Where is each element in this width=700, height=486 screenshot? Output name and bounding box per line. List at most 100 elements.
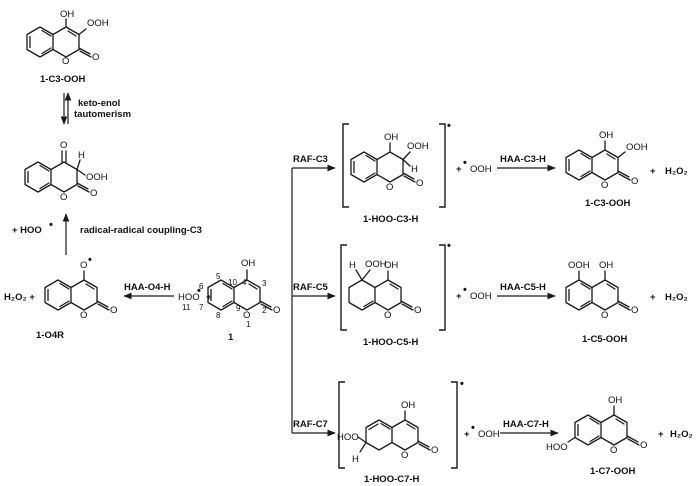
pyranone-ring: [391, 419, 419, 451]
carbonyl-o-label: O: [631, 305, 638, 316]
ch-bond: [359, 441, 367, 453]
hoo-bond: [357, 436, 367, 444]
left-bracket: [340, 244, 347, 331]
compound-label: 1-HOO-C5-H: [363, 337, 419, 348]
h-label: H: [78, 150, 85, 161]
keto-o-label: O: [60, 140, 67, 151]
ring-o-label: O: [610, 445, 617, 456]
carbonyl-o-label: O: [631, 176, 638, 187]
benzene-ring: [24, 161, 52, 193]
ooh-bond: [78, 28, 87, 36]
plus-sign: +: [206, 292, 212, 303]
equilibrium-arrow: [60, 92, 72, 125]
carbonyl-bond: [400, 300, 414, 311]
oh-label: OH: [60, 9, 74, 20]
haa-c5-label: HAA-C5-H: [500, 282, 546, 293]
ring-o-label: O: [601, 180, 608, 191]
plus-sign: +: [658, 429, 664, 440]
molecule-1-o4r: H₂O₂ + O • O O 1-O4R: [4, 254, 117, 341]
carbonyl-bond: [402, 172, 416, 183]
atom-number-10: 10: [228, 278, 237, 287]
benzene-ring: [207, 279, 235, 311]
pyranone-ring: [233, 279, 261, 311]
benzene-ring: [350, 151, 378, 183]
carbonyl-o-label: O: [414, 305, 421, 316]
radical-dot: •: [463, 284, 467, 296]
radical-dot: •: [49, 219, 53, 231]
radical-dot: •: [88, 254, 92, 266]
right-bracket: [439, 123, 446, 208]
ring-o-label: O: [401, 450, 408, 461]
h2o2-label: H₂O₂: [670, 429, 693, 440]
carbonyl-o-label: O: [431, 445, 438, 456]
plus-sign: +: [650, 292, 656, 303]
ooh-label: OOH: [365, 259, 387, 270]
hoo-radical-label: HOO: [178, 292, 200, 303]
carbonyl-bond: [78, 47, 92, 58]
hoo-plus-label: + HOO: [12, 225, 42, 236]
atom-number-1: 1: [246, 320, 251, 329]
tautomerism-label-1: keto-enol: [78, 98, 120, 109]
carbonyl-bond: [617, 170, 631, 181]
coupling-label: radical-radical coupling-C3: [80, 225, 202, 236]
compound-label: 1-HOO-C3-H: [363, 214, 419, 225]
tautomerism-label-2: tautomerism: [74, 109, 131, 120]
carbonyl-bond: [259, 300, 273, 311]
radical-dot: •: [197, 285, 201, 297]
raf-c7-label: RAF-C7: [293, 419, 328, 430]
oh-label: OH: [241, 258, 255, 269]
pyranone-ring: [52, 26, 80, 58]
carbonyl-o-label: O: [110, 305, 117, 316]
ooh-bond: [76, 168, 86, 176]
hoo-label: HOO: [337, 432, 359, 443]
ooh-radical-label: OOH: [470, 291, 492, 302]
pyranone-ring: [591, 149, 619, 181]
ring-o-label: O: [384, 310, 391, 321]
pyranone-ring: [70, 279, 98, 311]
left-bracket: [338, 381, 345, 469]
ooh-bond: [617, 151, 626, 159]
ch-bond: [402, 158, 411, 167]
atom-number-8: 8: [216, 311, 221, 320]
carbonyl-o-label: O: [416, 178, 423, 189]
radical-dot: •: [460, 378, 464, 390]
atom-number-9: 9: [236, 304, 241, 313]
cyclohexadiene-ring: [365, 419, 393, 451]
benzene-ring: [26, 26, 54, 58]
plus-sign: +: [464, 429, 470, 440]
right-bracket: [451, 381, 458, 469]
ooh-label: OOH: [86, 172, 108, 183]
raf-c5-label: RAF-C5: [293, 282, 329, 293]
ooh-label: OOH: [407, 141, 429, 152]
left-bracket: [342, 123, 349, 208]
molecule-1-hoo-c3-h: • OH OOH H O O 1-HOO-C3-H: [342, 120, 451, 225]
compound-label: 1-C3-OOH: [585, 198, 631, 209]
carbonyl-bond: [626, 435, 640, 446]
oh-label: OH: [599, 130, 613, 141]
radical-dot: •: [471, 422, 475, 434]
pyranone-ring: [376, 151, 404, 183]
hoo-label: HOO: [546, 442, 568, 453]
pyranone-ring: [374, 279, 402, 311]
ring-o-label: O: [386, 182, 393, 193]
carbonyl-o-label: O: [92, 52, 99, 63]
ring-o-label: O: [80, 310, 87, 321]
molecule-1-hoo-c7-h: • OH HOO H O O 1-HOO-C7-H: [337, 378, 464, 485]
haa-c7-label: HAA-C7-H: [503, 419, 549, 430]
compound-label: 1-C3-OOH: [40, 74, 86, 85]
carbonyl-bond: [417, 440, 431, 451]
molecule-1-c3-ooh-top: OH OOH O O 1-C3-OOH: [26, 9, 109, 85]
carbonyl-bond: [617, 300, 631, 311]
carbonyl-o-label: O: [90, 188, 97, 199]
oh-label: OH: [608, 395, 622, 406]
ring-o-label: O: [62, 56, 69, 67]
pyranone-ring: [591, 279, 619, 311]
h-label: H: [411, 164, 418, 175]
ooh-bond: [402, 151, 411, 161]
h2o2-plus-label: H₂O₂ +: [4, 292, 35, 303]
carbonyl-o-label: O: [273, 305, 280, 316]
ch-bond: [76, 159, 81, 171]
molecule-keto-form: O H OOH O O: [24, 140, 108, 203]
oh-label: OH: [384, 132, 398, 143]
